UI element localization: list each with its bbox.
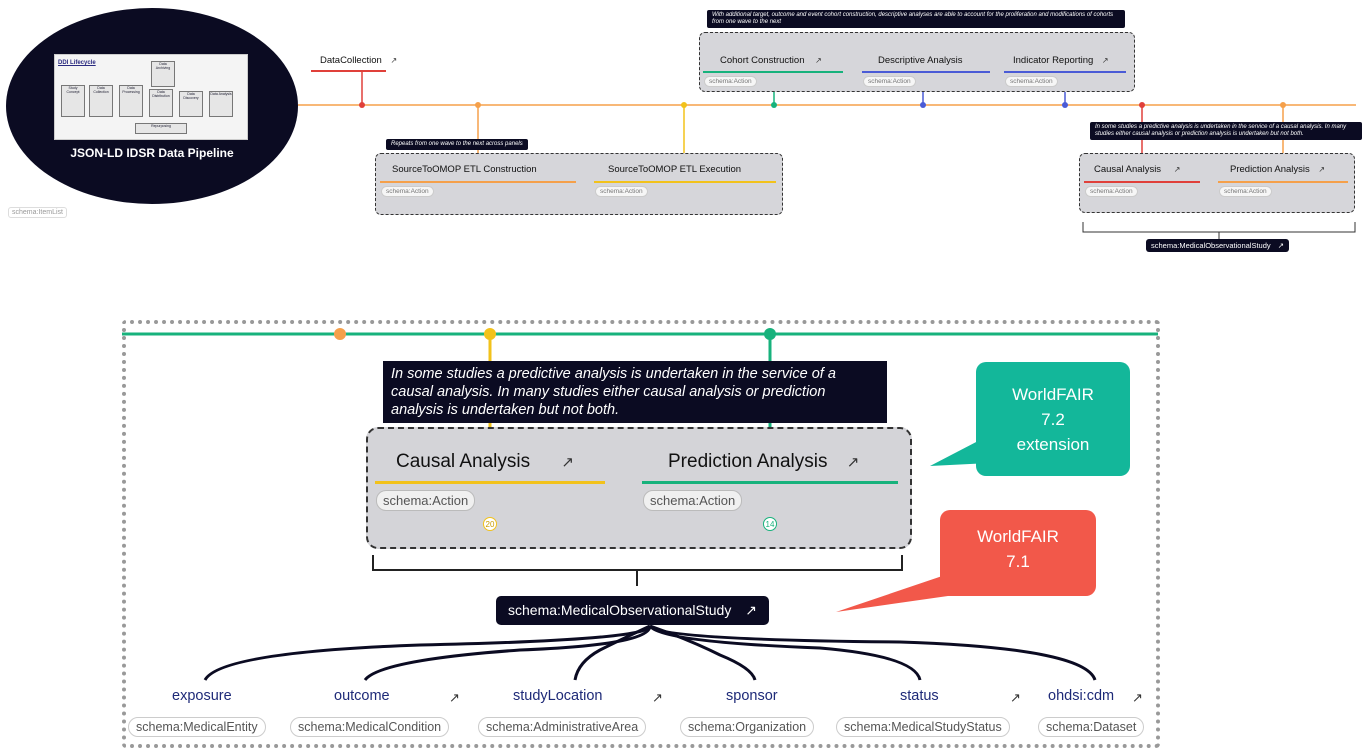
causal-analysis-label: Causal Analysis [396, 451, 531, 472]
analysis-group [1079, 153, 1355, 213]
property-outcome[interactable]: outcome [334, 688, 390, 704]
logo-box-data-archiving: Data Archiving [151, 61, 175, 87]
etl-construction-node[interactable]: SourceToOMOP ETL Construction [392, 164, 537, 175]
study-label: schema:MedicalObservationalStudy [508, 602, 732, 618]
worldfair-71-callout: WorldFAIR 7.1 [940, 510, 1096, 596]
ddi-lifecycle-image: Study Concept Data Collection Data Proce… [54, 54, 248, 140]
external-link-icon[interactable]: ↗ [1010, 690, 1021, 705]
external-link-icon[interactable]: ↗ [1277, 241, 1285, 250]
callout-red-line2: 7.1 [1006, 552, 1030, 571]
etl-tooltip: Repeats from one wave to the next across… [386, 139, 528, 150]
prediction-analysis-count: 14 [763, 517, 777, 531]
causal-analysis-type: schema:Action [376, 490, 476, 511]
prediction-analysis-label: Prediction Analysis [668, 451, 828, 472]
external-link-icon[interactable]: ↗ [561, 454, 574, 471]
external-link-icon[interactable]: ↗ [1101, 56, 1109, 65]
property-status-type: schema:MedicalStudyStatus [836, 717, 1010, 737]
etl-construction-underline [380, 181, 576, 183]
logo-box-data-distribution: Data Distribution [149, 89, 173, 117]
callout-teal-line3: extension [1016, 435, 1090, 454]
zoom-analysis-group [366, 427, 912, 549]
analysis-tooltip: In some studies a predictive analysis is… [1090, 122, 1362, 140]
property-exposure-type: schema:MedicalEntity [128, 717, 266, 737]
external-link-icon[interactable]: ↗ [1173, 165, 1181, 174]
property-ohdsi-cdm-type: schema:Dataset [1038, 717, 1145, 737]
callout-red-line1: WorldFAIR [977, 527, 1059, 546]
indicator-reporting-label: Indicator Reporting [1013, 55, 1094, 66]
prediction-analysis-type-small: schema:Action [1219, 186, 1272, 197]
logo-box-data-collection: Data Collection [89, 85, 113, 117]
logo-box-repurposing: Repurposing [135, 123, 187, 134]
causal-analysis-count: 20 [483, 517, 497, 531]
callout-teal-line2: 7.2 [1041, 410, 1065, 429]
property-outcome-type: schema:MedicalCondition [290, 717, 450, 737]
etl-execution-underline [594, 181, 776, 183]
prediction-analysis-node[interactable]: Prediction Analysis ↗ [668, 451, 859, 473]
logo-box-study-concept: Study Concept [61, 85, 85, 117]
descriptive-analysis-type: schema:Action [863, 76, 916, 87]
cohort-construction-underline [703, 71, 843, 73]
etl-construction-type: schema:Action [381, 186, 434, 197]
study-node-small[interactable]: schema:MedicalObservationalStudy ↗ [1146, 239, 1290, 252]
indicator-reporting-type: schema:Action [1005, 76, 1058, 87]
data-collection-label: DataCollection [320, 55, 382, 66]
prediction-analysis-type: schema:Action [643, 490, 743, 511]
itemlist-label: schema:ItemList [8, 207, 67, 218]
logo-box-data-discovery: Data Discovery [179, 91, 203, 117]
property-status[interactable]: status [900, 688, 939, 704]
property-exposure[interactable]: exposure [172, 688, 232, 704]
data-collection-node[interactable]: DataCollection ↗ [320, 55, 397, 66]
zoom-panel [122, 320, 1160, 748]
logo-card-title: DDI Lifecycle [58, 60, 96, 66]
external-link-icon[interactable]: ↗ [1318, 165, 1326, 174]
cohort-construction-label: Cohort Construction [720, 55, 805, 66]
external-link-icon[interactable]: ↗ [846, 454, 860, 471]
worldfair-72-callout: WorldFAIR 7.2 extension [976, 362, 1130, 476]
zoom-tooltip: In some studies a predictive analysis is… [383, 361, 887, 423]
external-link-icon[interactable]: ↗ [1132, 690, 1143, 705]
external-link-icon[interactable]: ↗ [745, 602, 757, 618]
indicator-reporting-node[interactable]: Indicator Reporting ↗ [1013, 55, 1109, 66]
indicator-reporting-underline [1004, 71, 1126, 73]
callout-teal-line1: WorldFAIR [1012, 385, 1094, 404]
cohort-group [699, 32, 1135, 92]
prediction-analysis-label-small: Prediction Analysis [1230, 164, 1310, 175]
causal-analysis-type-small: schema:Action [1085, 186, 1138, 197]
causal-analysis-label-small: Causal Analysis [1094, 164, 1162, 175]
descriptive-analysis-underline [862, 71, 990, 73]
study-label-small: schema:MedicalObservationalStudy [1151, 241, 1271, 250]
property-sponsor[interactable]: sponsor [726, 688, 778, 704]
medical-observational-study-node[interactable]: schema:MedicalObservationalStudy ↗ [496, 596, 769, 625]
cohort-tooltip: With additional target, outcome and even… [707, 10, 1125, 28]
property-sponsor-type: schema:Organization [680, 717, 815, 737]
logo-box-data-processing: Data Processing [119, 85, 143, 117]
prediction-analysis-node-small[interactable]: Prediction Analysis ↗ [1230, 164, 1325, 175]
pipeline-title: JSON-LD IDSR Data Pipeline [70, 146, 234, 160]
causal-analysis-underline-small [1084, 181, 1200, 183]
property-study-location[interactable]: studyLocation [513, 688, 603, 704]
cohort-construction-type: schema:Action [704, 76, 757, 87]
causal-analysis-underline [375, 481, 605, 484]
external-link-icon[interactable]: ↗ [449, 690, 460, 705]
causal-analysis-node-small[interactable]: Causal Analysis ↗ [1094, 164, 1180, 175]
external-link-icon[interactable]: ↗ [815, 56, 822, 65]
property-ohdsi-cdm[interactable]: ohdsi:cdm [1048, 688, 1115, 704]
logo-box-data-analysis: Data Analysis [209, 91, 233, 117]
etl-execution-node[interactable]: SourceToOMOP ETL Execution [608, 164, 742, 175]
etl-group [375, 153, 783, 215]
cohort-construction-node[interactable]: Cohort Construction ↗ [720, 55, 822, 66]
prediction-analysis-underline [642, 481, 898, 484]
descriptive-analysis-node[interactable]: Descriptive Analysis [878, 55, 963, 66]
external-link-icon[interactable]: ↗ [652, 690, 663, 705]
causal-analysis-node[interactable]: Causal Analysis ↗ [396, 451, 574, 473]
etl-execution-type: schema:Action [595, 186, 648, 197]
external-link-icon[interactable]: ↗ [390, 56, 398, 65]
prediction-analysis-underline-small [1218, 181, 1348, 183]
property-study-location-type: schema:AdministrativeArea [478, 717, 647, 737]
